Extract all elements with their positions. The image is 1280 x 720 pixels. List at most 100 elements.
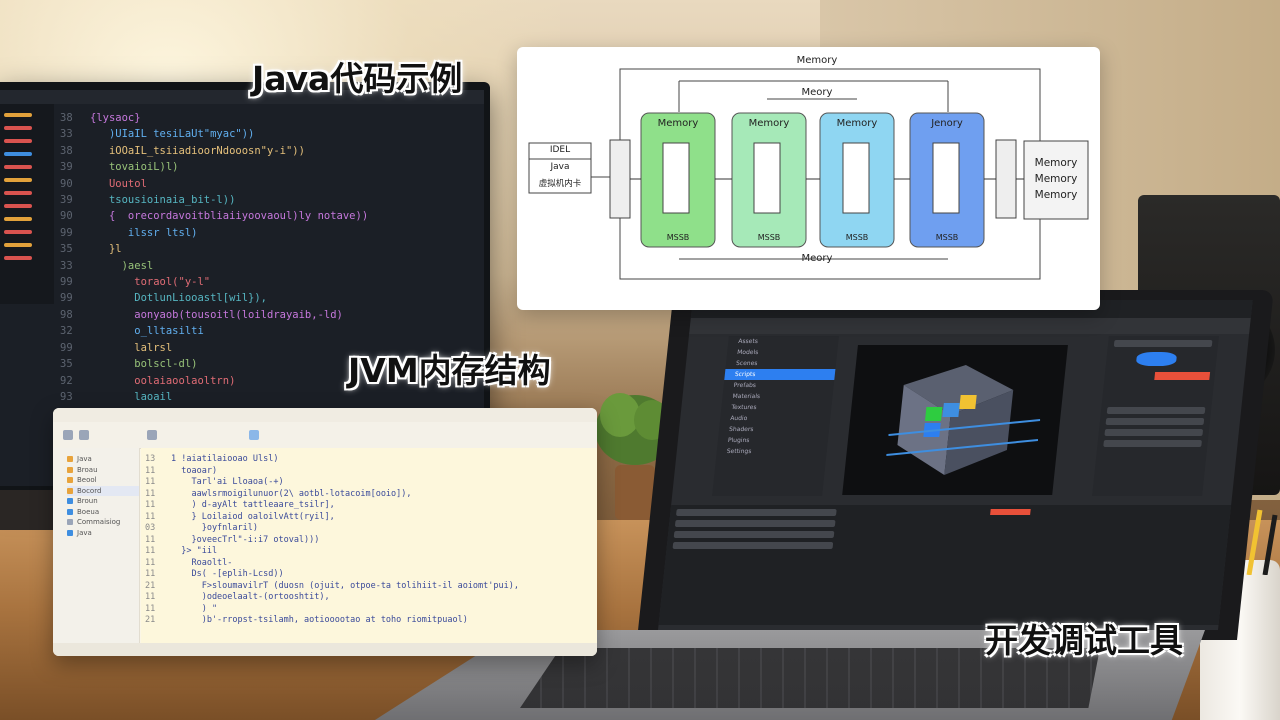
ide-code-line: Tarl'ai Lloaoa(-+)	[171, 477, 284, 487]
monitor-code: {lysaoc} )UIaIL tesiLaUt"myac")) iOOaIL_…	[90, 110, 480, 400]
monitor-code-line: laoail	[90, 390, 173, 400]
caption-jvm-memory: JVM内存结构	[348, 351, 551, 390]
folder-icon	[67, 487, 73, 494]
laptop-tree-item[interactable]: Models	[736, 349, 759, 356]
ide-tree-item[interactable]: Commaisiog	[67, 517, 139, 528]
laptop-tree-item[interactable]: Scenes	[735, 360, 758, 367]
folder-icon	[67, 508, 73, 515]
toolbar-icon[interactable]	[147, 430, 157, 440]
ide-tree-item[interactable]: Boeua	[67, 507, 139, 518]
monitor-line-number: 98	[60, 308, 73, 321]
laptop-3d-viewport	[842, 345, 1068, 495]
ide-code-line: )odeoelaalt-(ortooshtit),	[171, 592, 330, 602]
diagram-input-line1: Java	[550, 162, 570, 172]
ide-line-number: 11	[145, 569, 156, 579]
monitor-line-number: 35	[60, 243, 73, 256]
jvm-memory-diagram: Memory Meory Meory IDEL Java 虚拟机内卡 Memor…	[517, 47, 1100, 310]
diagram-bottom-label: Meory	[801, 253, 833, 264]
laptop-tree-item[interactable]: Scripts	[724, 369, 836, 380]
ide-code-line: F>sloumavilrT (duosn (ojuit, otpoe-ta to…	[171, 580, 519, 591]
folder-icon	[67, 477, 73, 484]
ide-line-number: 11	[145, 511, 156, 522]
monitor-code-line: iOOaIL_tsiiadioorNdooosn"y-i"))	[90, 144, 305, 157]
ide-tree-label: Bocord	[77, 486, 102, 495]
ide-tree-label: Broau	[77, 465, 98, 474]
monitor-code-line: lalrsl	[90, 341, 173, 354]
stage-1-footer: MSSB	[666, 233, 690, 242]
ide-tree-item[interactable]: Beool	[67, 475, 139, 486]
monitor-line-number: 33	[60, 259, 73, 272]
laptop-tree-item[interactable]: Prefabs	[733, 382, 757, 389]
inspector-blue-widget	[1135, 352, 1178, 366]
stage-3-title: Memory	[836, 118, 878, 129]
folder-icon	[67, 466, 73, 473]
ide-tree-item[interactable]: Broau	[67, 465, 139, 476]
ide-tree-label: Java	[77, 455, 92, 463]
laptop-tree-item[interactable]: Plugins	[727, 437, 750, 444]
stage-2-title: Memory	[748, 118, 790, 129]
right-box-line2: Memory	[1034, 173, 1078, 185]
laptop-tree-item[interactable]: Shaders	[728, 426, 754, 433]
toolbar-icon[interactable]	[79, 430, 89, 440]
caption-dev-tools: 开发调试工具	[985, 621, 1183, 660]
ide-line-number: 21	[145, 580, 156, 591]
laptop-tree-item[interactable]: Settings	[726, 448, 752, 455]
toolbar-icon[interactable]	[249, 430, 259, 440]
laptop-tree-item[interactable]: Materials	[732, 393, 761, 400]
ide-code-line: 1 !aiatilaiooao Ulsl)	[171, 454, 279, 464]
monitor-code-line: bolscl-dl)	[90, 358, 198, 371]
ide-code-line: Roaoltl-	[171, 557, 233, 568]
folder-icon	[67, 529, 73, 536]
monitor-code-line: tsousioinaia_bit-l))	[90, 194, 236, 207]
ide-toolbar	[53, 422, 597, 449]
monitor-line-number: 39	[60, 161, 73, 174]
monitor-line-number: 38	[60, 144, 73, 157]
stage-1-title: Memory	[657, 118, 699, 129]
laptop-tree-item[interactable]: Assets	[737, 338, 759, 345]
caption-java-example: Java代码示例	[252, 59, 463, 98]
monitor-line-number: 35	[60, 358, 73, 371]
diagram-top-label: Memory	[796, 55, 838, 66]
ide-line-number: 11	[145, 603, 156, 614]
monitor-code-line: )aesl	[90, 259, 154, 272]
laptop-inspector-panel	[1092, 336, 1219, 496]
3d-model	[886, 365, 1041, 475]
laptop-tree-item[interactable]: Textures	[731, 404, 757, 411]
ide-line-number: 13	[145, 454, 156, 464]
ide-tree-label: Boeua	[77, 507, 100, 516]
diagram-second-label: Meory	[801, 87, 833, 98]
monitor-line-number: 92	[60, 374, 73, 387]
monitor-code-line: aonyaob(tousoitl(loildrayaib,-ld)	[90, 308, 343, 321]
ide-tree-item[interactable]: Java	[67, 454, 139, 465]
ide-line-number: 11	[145, 500, 156, 510]
monitor-line-number: 99	[60, 276, 73, 289]
ide-tree-item[interactable]: Bocord	[67, 485, 139, 496]
folder-icon	[67, 498, 73, 505]
ide-line-number: 11	[145, 465, 156, 476]
ide-tree-label: Beool	[77, 476, 97, 484]
ide-line-number: 03	[145, 523, 156, 533]
monitor-code-line: )UIaIL tesiLaUt"myac"))	[90, 128, 255, 141]
monitor-file-sidebar	[0, 104, 54, 304]
stage-2-footer: MSSB	[757, 233, 781, 242]
monitor-line-number: 90	[60, 177, 73, 190]
stage-4-footer: MSSB	[935, 233, 959, 242]
folder-icon	[67, 519, 73, 526]
ide-line-number: 11	[145, 488, 156, 499]
ide-tree-item[interactable]: Java	[67, 528, 139, 539]
ide-tree-label: Broun	[77, 497, 98, 505]
laptop-tree-item[interactable]: Audio	[729, 415, 748, 422]
monitor-line-number: 93	[60, 390, 73, 403]
ide-line-number: 11	[145, 534, 156, 545]
monitor-stand	[0, 490, 60, 530]
toolbar-icon[interactable]	[63, 430, 73, 440]
monitor-code-line: ilssr ltsl)	[90, 226, 198, 239]
ide-tree-item[interactable]: Broun	[67, 496, 139, 507]
monitor-line-number: 99	[60, 292, 73, 305]
monitor-line-number: 39	[60, 194, 73, 207]
